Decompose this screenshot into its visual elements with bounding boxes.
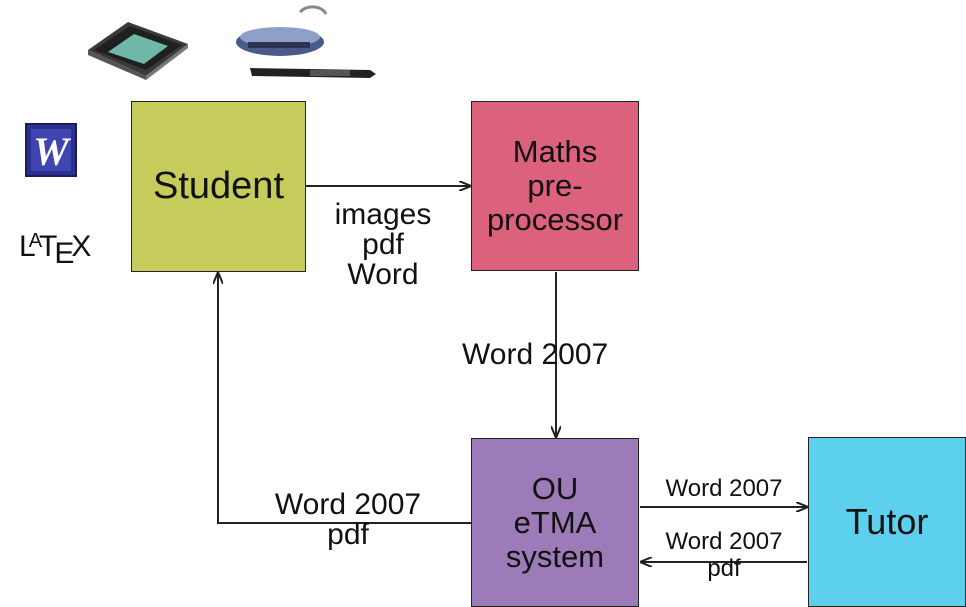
edge-label-maths-to-etma: Word 2007 (462, 338, 609, 371)
arrow-etma-to-student (218, 273, 471, 524)
word-icon: W (25, 123, 77, 177)
edge-label-etma-to-tutor: Word 2007 (665, 475, 783, 502)
maths-preprocessor-node: Maths pre- processor (471, 101, 639, 271)
edge-label-tutor-to-etma: Word 2007 pdf (665, 528, 783, 582)
digital-pen-icon (236, 5, 376, 78)
tutor-node: Tutor (808, 437, 966, 607)
scanner-icon (88, 22, 188, 80)
edge-label-student-to-maths: images pdf Word (334, 198, 432, 291)
student-node: Student (131, 101, 306, 272)
latex-logo: LATEX (19, 230, 92, 270)
svg-text:W: W (33, 129, 71, 174)
ou-etma-system-node: OU eTMA system (471, 438, 639, 607)
edge-label-etma-to-student: Word 2007 pdf (274, 488, 422, 551)
